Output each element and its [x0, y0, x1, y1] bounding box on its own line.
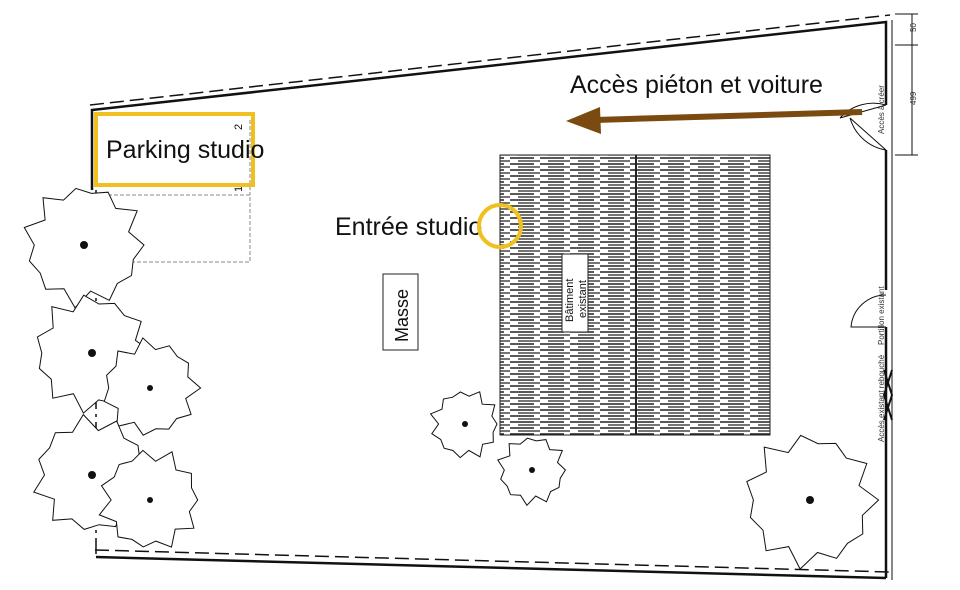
property-boundary-dashed [89, 14, 891, 106]
access-arrow-head [566, 107, 601, 134]
parking-space-1: 1 [233, 186, 245, 192]
entrance-marker [477, 203, 523, 249]
plot-outline-south [95, 555, 887, 580]
building-label-box [561, 253, 589, 333]
closed-access-icon [882, 369, 894, 421]
parking-space-2: 2 [233, 124, 245, 130]
masse-box [382, 273, 419, 351]
dimension-long: 499 [909, 91, 918, 105]
tree-trunk [462, 421, 468, 427]
building-label-line2: existant [577, 280, 589, 318]
access-arrow [594, 109, 863, 123]
tree-trunk [147, 497, 153, 503]
tree-trunk [806, 496, 814, 504]
tree-trunk [88, 349, 96, 357]
property-boundary-dashed-bottom [94, 549, 891, 573]
plot-outline [90, 20, 888, 190]
dimension-short: 50 [909, 23, 918, 32]
access-gate-icon [839, 102, 887, 151]
masse-label: Masse [392, 289, 412, 342]
access-label: Accès piéton et voiture [570, 71, 823, 99]
parking-label: Parking studio [106, 136, 264, 164]
tree-trunk [147, 385, 153, 391]
trees [23, 187, 880, 570]
gate-existing-label: Portillon existant [877, 286, 886, 345]
tree-trunk [80, 241, 88, 249]
dimension-line [895, 13, 918, 156]
access-closed-label: Accès existant rebouché [877, 354, 886, 442]
portillon-door-icon [850, 294, 887, 328]
entrance-label: Entrée studio [335, 213, 482, 241]
tree-trunk [88, 471, 96, 479]
tree-trunk [529, 467, 535, 473]
access-to-create-label: Accès à créer [877, 85, 886, 134]
building-label-line1: Bâtiment [564, 279, 576, 322]
parking-highlight [94, 112, 255, 187]
